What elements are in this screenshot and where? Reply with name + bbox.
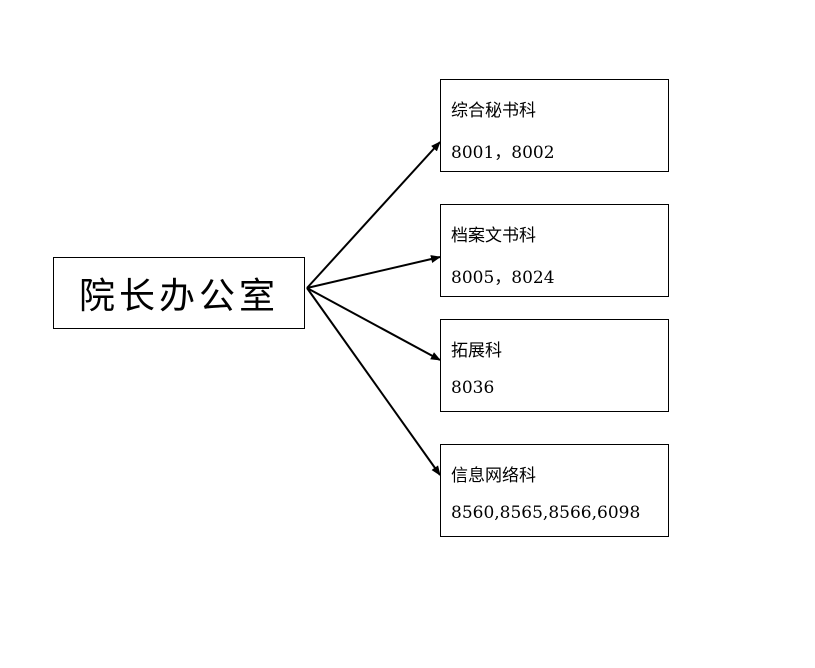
dept-extensions: 8001，8002 bbox=[451, 143, 555, 163]
dept-node-general-secretary: 综合秘书科 8001，8002 bbox=[440, 79, 669, 172]
root-node-dean-office: 院长办公室 bbox=[53, 257, 305, 329]
dept-extensions: 8005，8024 bbox=[451, 268, 555, 288]
dept-extensions: 8036 bbox=[451, 378, 495, 398]
dept-extensions: 8560,8565,8566,6098 bbox=[451, 503, 641, 523]
dept-name: 档案文书科 bbox=[451, 226, 536, 246]
arrow-to-dept-4 bbox=[306, 287, 441, 476]
dept-node-information-network: 信息网络科 8560,8565,8566,6098 bbox=[440, 444, 669, 537]
arrow-to-dept-2 bbox=[306, 255, 441, 289]
arrow-to-dept-1 bbox=[306, 141, 441, 289]
root-node-label: 院长办公室 bbox=[78, 276, 279, 317]
dept-name: 综合秘书科 bbox=[451, 101, 536, 121]
arrow-to-dept-3 bbox=[306, 287, 441, 361]
dept-node-archives: 档案文书科 8005，8024 bbox=[440, 204, 669, 297]
dept-name: 信息网络科 bbox=[451, 466, 536, 486]
dept-name: 拓展科 bbox=[451, 341, 502, 361]
dept-node-expansion: 拓展科 8036 bbox=[440, 319, 669, 412]
